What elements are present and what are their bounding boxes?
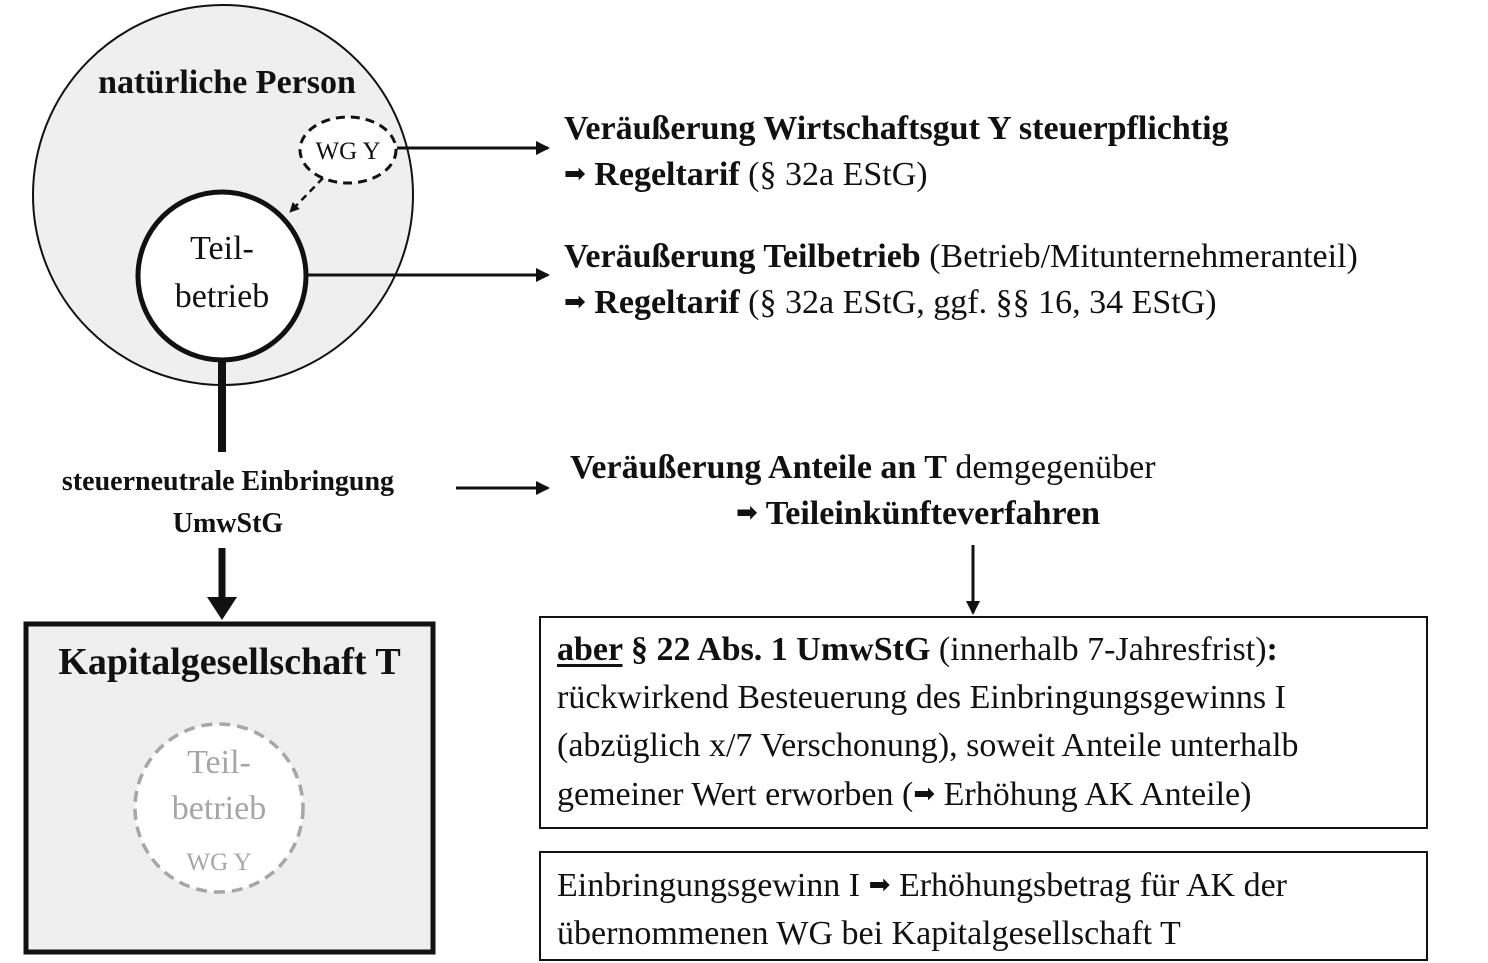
einbringung-line2: übernommenen WG bei Kapitalgesellschaft … <box>557 915 1181 952</box>
contribution-label-line1: steuerneutrale Einbringung <box>61 466 395 497</box>
sale-tb-result-bold: Regeltarif <box>594 284 740 321</box>
rule-22-box: aber § 22 Abs. 1 UmwStG (innerhalb 7-Jah… <box>539 616 1428 829</box>
ghost-wg-y-label: WG Y <box>186 849 252 876</box>
person-label: natürliche Person <box>98 64 356 101</box>
einbringungsgewinn-box: Einbringungsgewinn I ➡ Erhöhungsbetrag f… <box>539 851 1428 961</box>
sale-shares-result-text: Teileinkünfteverfahren <box>765 495 1101 532</box>
sale-wg-result: ➡ Regeltarif (§ 32a EStG) <box>564 158 928 192</box>
sale-shares-title-bold: Veräußerung Anteile an T <box>570 449 947 486</box>
einbringung-line1-b: Erhöhungsbetrag für AK der <box>890 867 1287 904</box>
contribution-label-line2: UmwStG <box>172 508 284 539</box>
sale-tb-title: Veräußerung Teilbetrieb (Betrieb/Mitunte… <box>564 240 1358 274</box>
rule-22-line3: (abzüglich x/7 Verschonung), soweit Ante… <box>557 727 1299 764</box>
arrow-right-icon: ➡ <box>736 498 758 528</box>
sale-tb-title-rest: (Betrieb/Mitunternehmeranteil) <box>920 238 1358 275</box>
rule-22-line4-b: Erhöhung AK Anteile) <box>935 776 1252 813</box>
wg-y-label: WG Y <box>315 138 381 165</box>
arrow-right-icon: ➡ <box>564 287 586 317</box>
rule-22-line1: aber § 22 Abs. 1 UmwStG (innerhalb 7-Jah… <box>557 626 1426 674</box>
aber-label: aber <box>557 631 623 668</box>
sale-tb-result-rest: (§ 32a EStG, ggf. §§ 16, 34 EStG) <box>739 284 1217 321</box>
rule-22-colon: : <box>1266 631 1278 668</box>
ghost-teilbetrieb-line1: Teil- <box>187 744 251 781</box>
wg-to-teilbetrieb-arrow <box>289 177 324 213</box>
teilbetrieb-circle <box>135 189 309 363</box>
arrow-right-icon: ➡ <box>913 779 936 809</box>
rule-22-line4: gemeiner Wert erworben (➡ Erhöhung AK An… <box>557 770 1426 819</box>
arrow-right-icon: ➡ <box>868 870 891 900</box>
rule-22-line2: rückwirkend Besteuerung des Einbringungs… <box>557 679 1286 716</box>
sale-tb-title-bold: Veräußerung Teilbetrieb <box>564 238 921 275</box>
arrow-right-icon: ➡ <box>564 159 586 189</box>
sale-wg-title: Veräußerung Wirtschaftsgut Y steuerpflic… <box>564 110 1229 147</box>
down-arrow-head <box>207 597 237 620</box>
wg-y-ellipse <box>298 115 398 185</box>
sale-shares-result: ➡ Teileinkünfteverfahren <box>736 497 1100 531</box>
teilbetrieb-label-line1: Teil- <box>190 230 254 267</box>
sale-shares-title-rest: demgegenüber <box>946 449 1156 486</box>
einbringung-line1: Einbringungsgewinn I ➡ Erhöhungsbetrag f… <box>557 861 1426 910</box>
einbringung-line1-a: Einbringungsgewinn I <box>557 867 869 904</box>
company-label: Kapitalgesellschaft T <box>58 641 401 683</box>
rule-22-paren: (innerhalb 7-Jahresfrist) <box>930 631 1267 668</box>
teilbetrieb-label-line2: betrieb <box>174 278 270 315</box>
sale-tb-result: ➡ Regeltarif (§ 32a EStG, ggf. §§ 16, 34… <box>564 286 1217 320</box>
ghost-teilbetrieb-line2: betrieb <box>171 790 267 827</box>
sale-wg-result-rest: (§ 32a EStG) <box>739 156 928 193</box>
ghost-teilbetrieb-circle <box>133 722 305 894</box>
sale-shares-title: Veräußerung Anteile an T demgegenüber <box>570 451 1156 485</box>
rule-22-line4-a: gemeiner Wert erworben ( <box>557 776 914 813</box>
rule-22-law: § 22 Abs. 1 UmwStG <box>622 631 931 668</box>
sale-wg-result-bold: Regeltarif <box>594 156 740 193</box>
